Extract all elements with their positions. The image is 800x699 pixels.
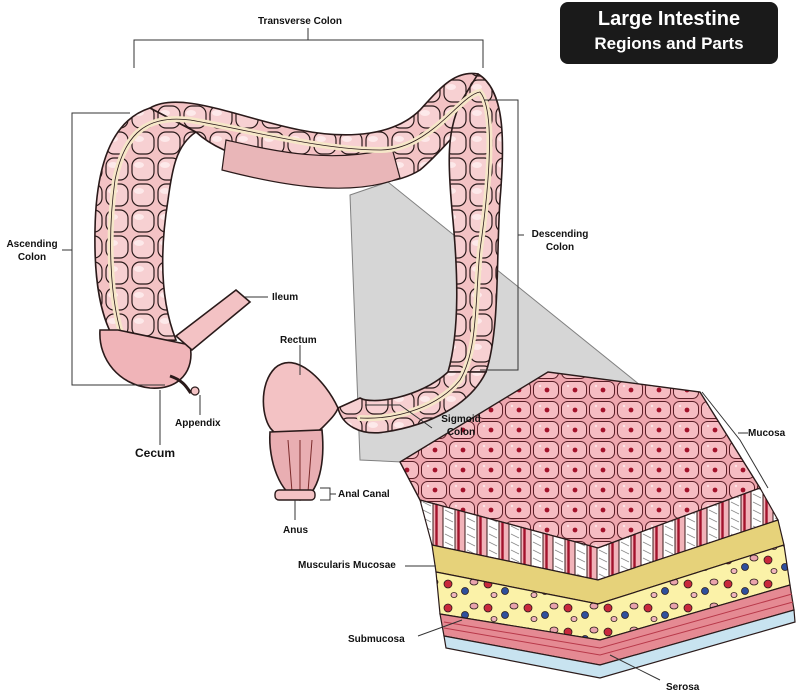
label-sigmoid-colon: Sigmoid Colon [441, 414, 481, 438]
title-line-1: Large Intestine [597, 8, 741, 30]
label-appendix: Appendix [175, 418, 221, 429]
label-rectum: Rectum [280, 335, 317, 346]
label-muscularis-mucosae: Muscularis Mucosae [298, 560, 396, 571]
label-descending-colon: Descending Colon [531, 229, 589, 253]
label-ileum: Ileum [272, 292, 299, 303]
label-cecum: Cecum [135, 446, 176, 460]
cecum-shape [99, 329, 192, 389]
serosa-layer [443, 609, 796, 679]
rectum-shape [262, 361, 339, 438]
label-mucosa: Mucosa [748, 428, 786, 439]
anus-shape [274, 489, 316, 501]
label-submucosa: Submucosa [348, 634, 405, 645]
title-box: Large Intestine Regions and Parts [560, 2, 778, 64]
label-transverse-colon: Transverse Colon [258, 16, 342, 27]
colon [94, 72, 504, 501]
ileum-shape [174, 288, 252, 352]
label-ascending-colon: Ascending Colon [6, 239, 58, 263]
label-serosa: Serosa [666, 682, 700, 693]
title-line-2: Regions and Parts [594, 34, 744, 53]
transverse-focus-segment [221, 139, 401, 189]
tissue-section [399, 371, 796, 679]
descending-bracket [480, 99, 524, 371]
appendix-shape [169, 374, 195, 394]
transverse-bracket [133, 28, 484, 68]
label-leaders [62, 28, 769, 681]
label-anal-canal: Anal Canal [338, 489, 390, 500]
label-anus: Anus [283, 525, 308, 536]
mucosa-bracket [701, 391, 769, 489]
ascending-bracket [62, 112, 165, 386]
